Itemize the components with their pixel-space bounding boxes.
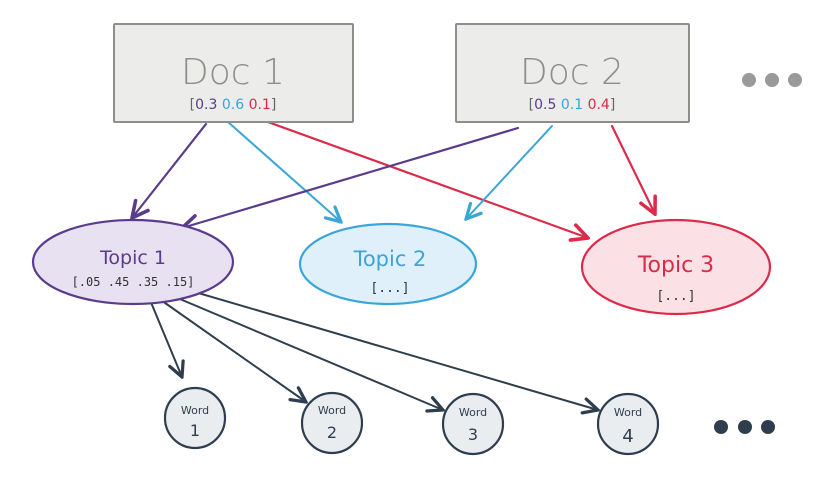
topic-title: Topic 1	[99, 247, 166, 269]
edge-doc2-topic2	[466, 125, 553, 219]
topic-title: Topic 3	[637, 253, 714, 278]
doc-weight-topic1: 0.5	[534, 97, 556, 113]
edge-topic1-word4	[187, 289, 598, 410]
topic-node-2: Topic 2 [...]	[298, 222, 478, 306]
doc-box	[113, 23, 354, 123]
doc-weight-topic1: 0.3	[195, 97, 217, 113]
topic-node-1: Topic 1 [.05 .45 .35 .15]	[31, 218, 235, 306]
doc-distribution: [0.5 0.1 0.4]	[529, 97, 616, 113]
edge-topic1-word1	[149, 299, 182, 377]
edge-topic1-word2	[157, 297, 306, 402]
word-node-4: Word 4	[596, 392, 660, 456]
bracket-close: ]	[610, 97, 615, 113]
doc-topic-edges	[132, 120, 655, 238]
word-label: Word	[614, 406, 642, 419]
edge-doc1-topic1	[132, 122, 208, 218]
word-circle	[441, 392, 505, 456]
word-circle	[163, 386, 227, 450]
word-number: 1	[190, 421, 200, 440]
topic-distribution: [...]	[370, 281, 409, 296]
doc-box	[455, 23, 690, 123]
topic-word-edges	[149, 289, 598, 410]
doc-title: Doc 2	[520, 52, 624, 93]
topic-title: Topic 2	[353, 247, 427, 271]
bracket-open: [	[190, 97, 195, 113]
doc-distribution: [0.3 0.6 0.1]	[190, 97, 277, 113]
word-number: 4	[622, 426, 633, 447]
doc-title: Doc 1	[181, 52, 285, 93]
doc-node-2: Doc 2 [0.5 0.1 0.4]	[455, 23, 690, 123]
edge-doc1-topic2	[227, 121, 341, 222]
word-node-1: Word 1	[163, 386, 227, 450]
word-label: Word	[318, 404, 346, 417]
edge-doc1-topic3	[266, 120, 588, 238]
doc-node-1: Doc 1 [0.3 0.6 0.1]	[113, 23, 354, 123]
word-node-2: Word 2	[300, 391, 364, 455]
edge-doc2-topic3	[610, 124, 655, 214]
word-number: 3	[468, 425, 478, 444]
word-label: Word	[459, 406, 487, 419]
word-node-3: Word 3	[441, 392, 505, 456]
word-number: 2	[327, 423, 337, 442]
topic-ellipse	[298, 222, 478, 306]
doc-weight-topic3: 0.1	[249, 97, 271, 113]
edge-doc2-topic1	[182, 126, 520, 228]
doc-weight-topic2: 0.6	[222, 97, 244, 113]
bracket-open: [	[529, 97, 534, 113]
doc-weight-topic3: 0.4	[588, 97, 610, 113]
more-words-ellipsis-icon	[714, 420, 775, 434]
word-circle	[596, 392, 660, 456]
more-docs-ellipsis-icon	[742, 73, 802, 87]
topic-node-3: Topic 3 [...]	[580, 218, 772, 316]
topic-distribution: [...]	[656, 289, 695, 304]
topic-ellipse	[580, 218, 772, 316]
topic-ellipse	[31, 218, 235, 306]
bracket-close: ]	[271, 97, 276, 113]
doc-weight-topic2: 0.1	[561, 97, 583, 113]
edge-topic1-word3	[167, 293, 443, 410]
word-label: Word	[181, 404, 209, 417]
topic-distribution: [.05 .45 .35 .15]	[72, 275, 195, 289]
word-circle	[300, 391, 364, 455]
